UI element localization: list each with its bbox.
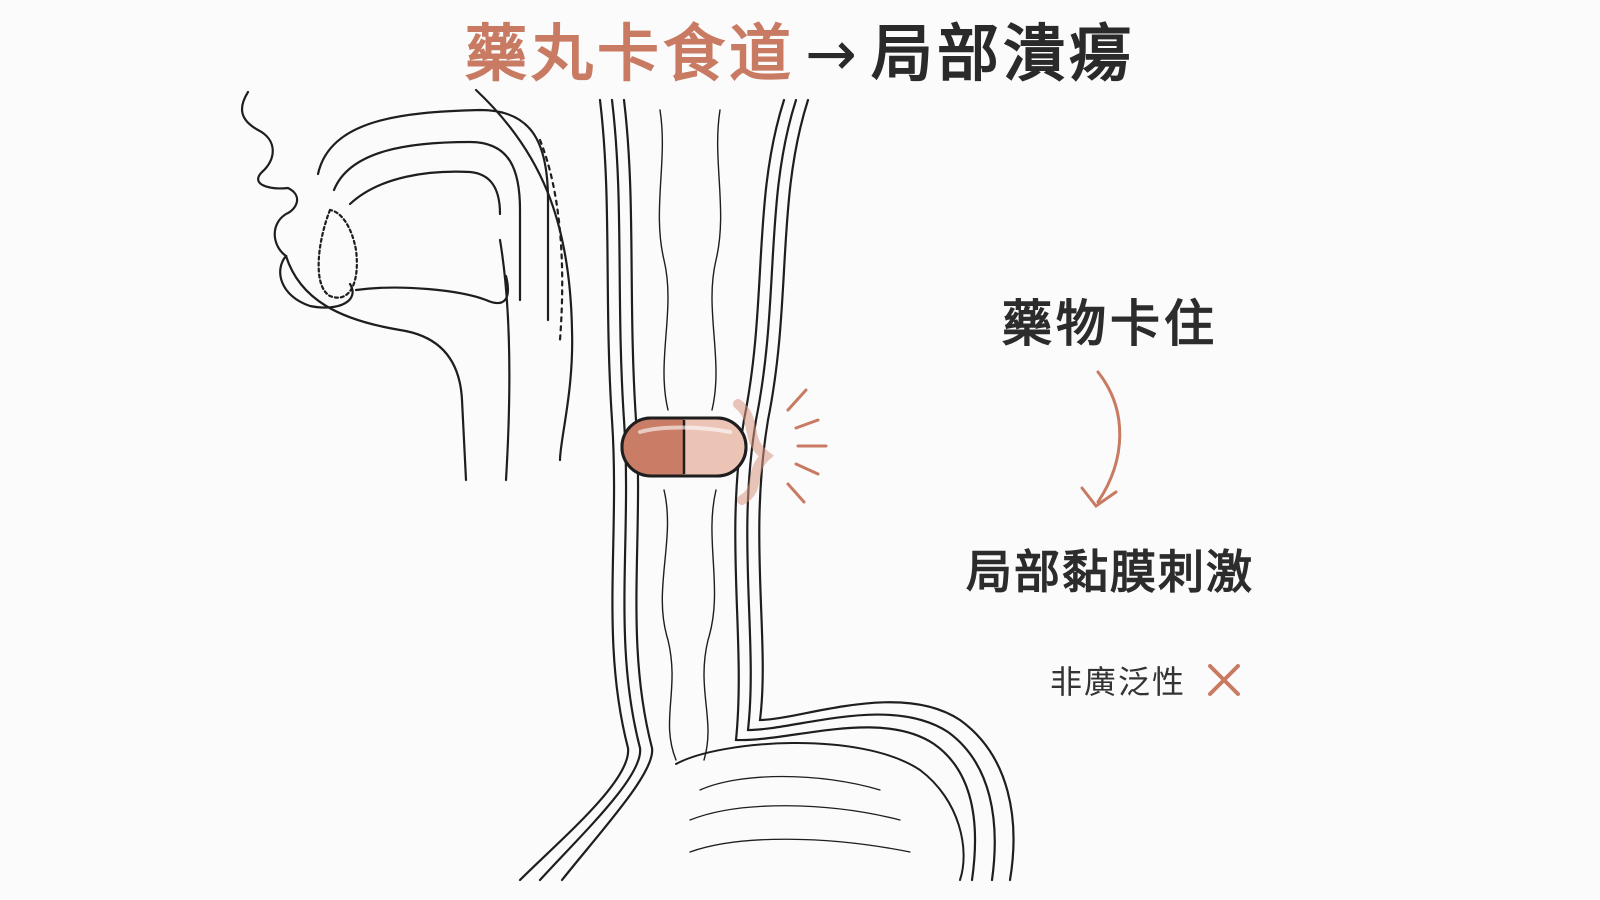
label-drug-stuck: 藥物卡住 bbox=[1002, 295, 1218, 353]
not-widespread-note: 非廣泛性 bbox=[1050, 660, 1244, 701]
irritation-rays-icon bbox=[786, 388, 828, 504]
title-arrow: → bbox=[805, 17, 861, 90]
page-title: 藥丸卡食道→局部潰瘍 bbox=[0, 14, 1600, 94]
esophagus-right-wall bbox=[758, 98, 1015, 882]
nasal-passage bbox=[316, 108, 550, 322]
irritation-zone bbox=[733, 399, 774, 505]
down-curved-arrow-icon bbox=[1080, 370, 1122, 509]
title-effect: 局部潰瘍 bbox=[870, 17, 1135, 90]
pill-icon bbox=[620, 416, 748, 478]
face-profile bbox=[240, 90, 354, 309]
tongue bbox=[354, 274, 510, 305]
stomach bbox=[675, 741, 965, 881]
esophagus-left-wall bbox=[518, 98, 630, 882]
cross-icon bbox=[1208, 664, 1241, 696]
soft-palate bbox=[317, 208, 358, 299]
label-local-irritation: 局部黏膜刺激 bbox=[966, 545, 1254, 599]
note-text: 非廣泛性 bbox=[1050, 663, 1187, 701]
neck-back bbox=[474, 88, 574, 462]
title-cause: 藥丸卡食道 bbox=[465, 17, 796, 90]
